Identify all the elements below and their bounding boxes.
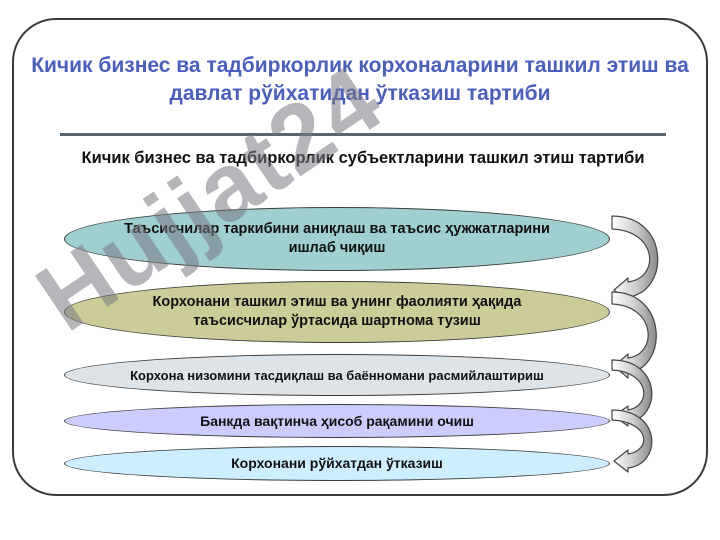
step-3: Корхона низомини тасдиқлаш ва баённомани… (64, 354, 610, 396)
step-1-label: Таъсисчилар таркибини аниқлаш ва таъсис … (124, 221, 550, 256)
step-4: Банкда вақтинча ҳисоб рақамини очиш (64, 404, 610, 438)
step-1: Таъсисчилар таркибини аниқлаш ва таъсис … (64, 207, 610, 271)
slide-subtitle: Кичик бизнес ва тадбиркорлик субъектлари… (81, 149, 645, 167)
step-4-label: Банкда вақтинча ҳисоб рақамини очиш (200, 412, 474, 429)
step-3-label: Корхона низомини тасдиқлаш ва баённомани… (130, 367, 544, 383)
step-2-label: Корхонани ташкил этиш ва унинг фаолияти … (152, 294, 522, 329)
title-divider (60, 133, 666, 136)
step-2: Корхонани ташкил этиш ва унинг фаолияти … (64, 281, 610, 343)
slide-title: Кичик бизнес ва тадбиркорлик корхоналари… (31, 54, 689, 105)
step-5-label: Корхонани рўйхатдан ўтказиш (231, 455, 443, 471)
step-5: Корхонани рўйхатдан ўтказиш (64, 446, 610, 481)
